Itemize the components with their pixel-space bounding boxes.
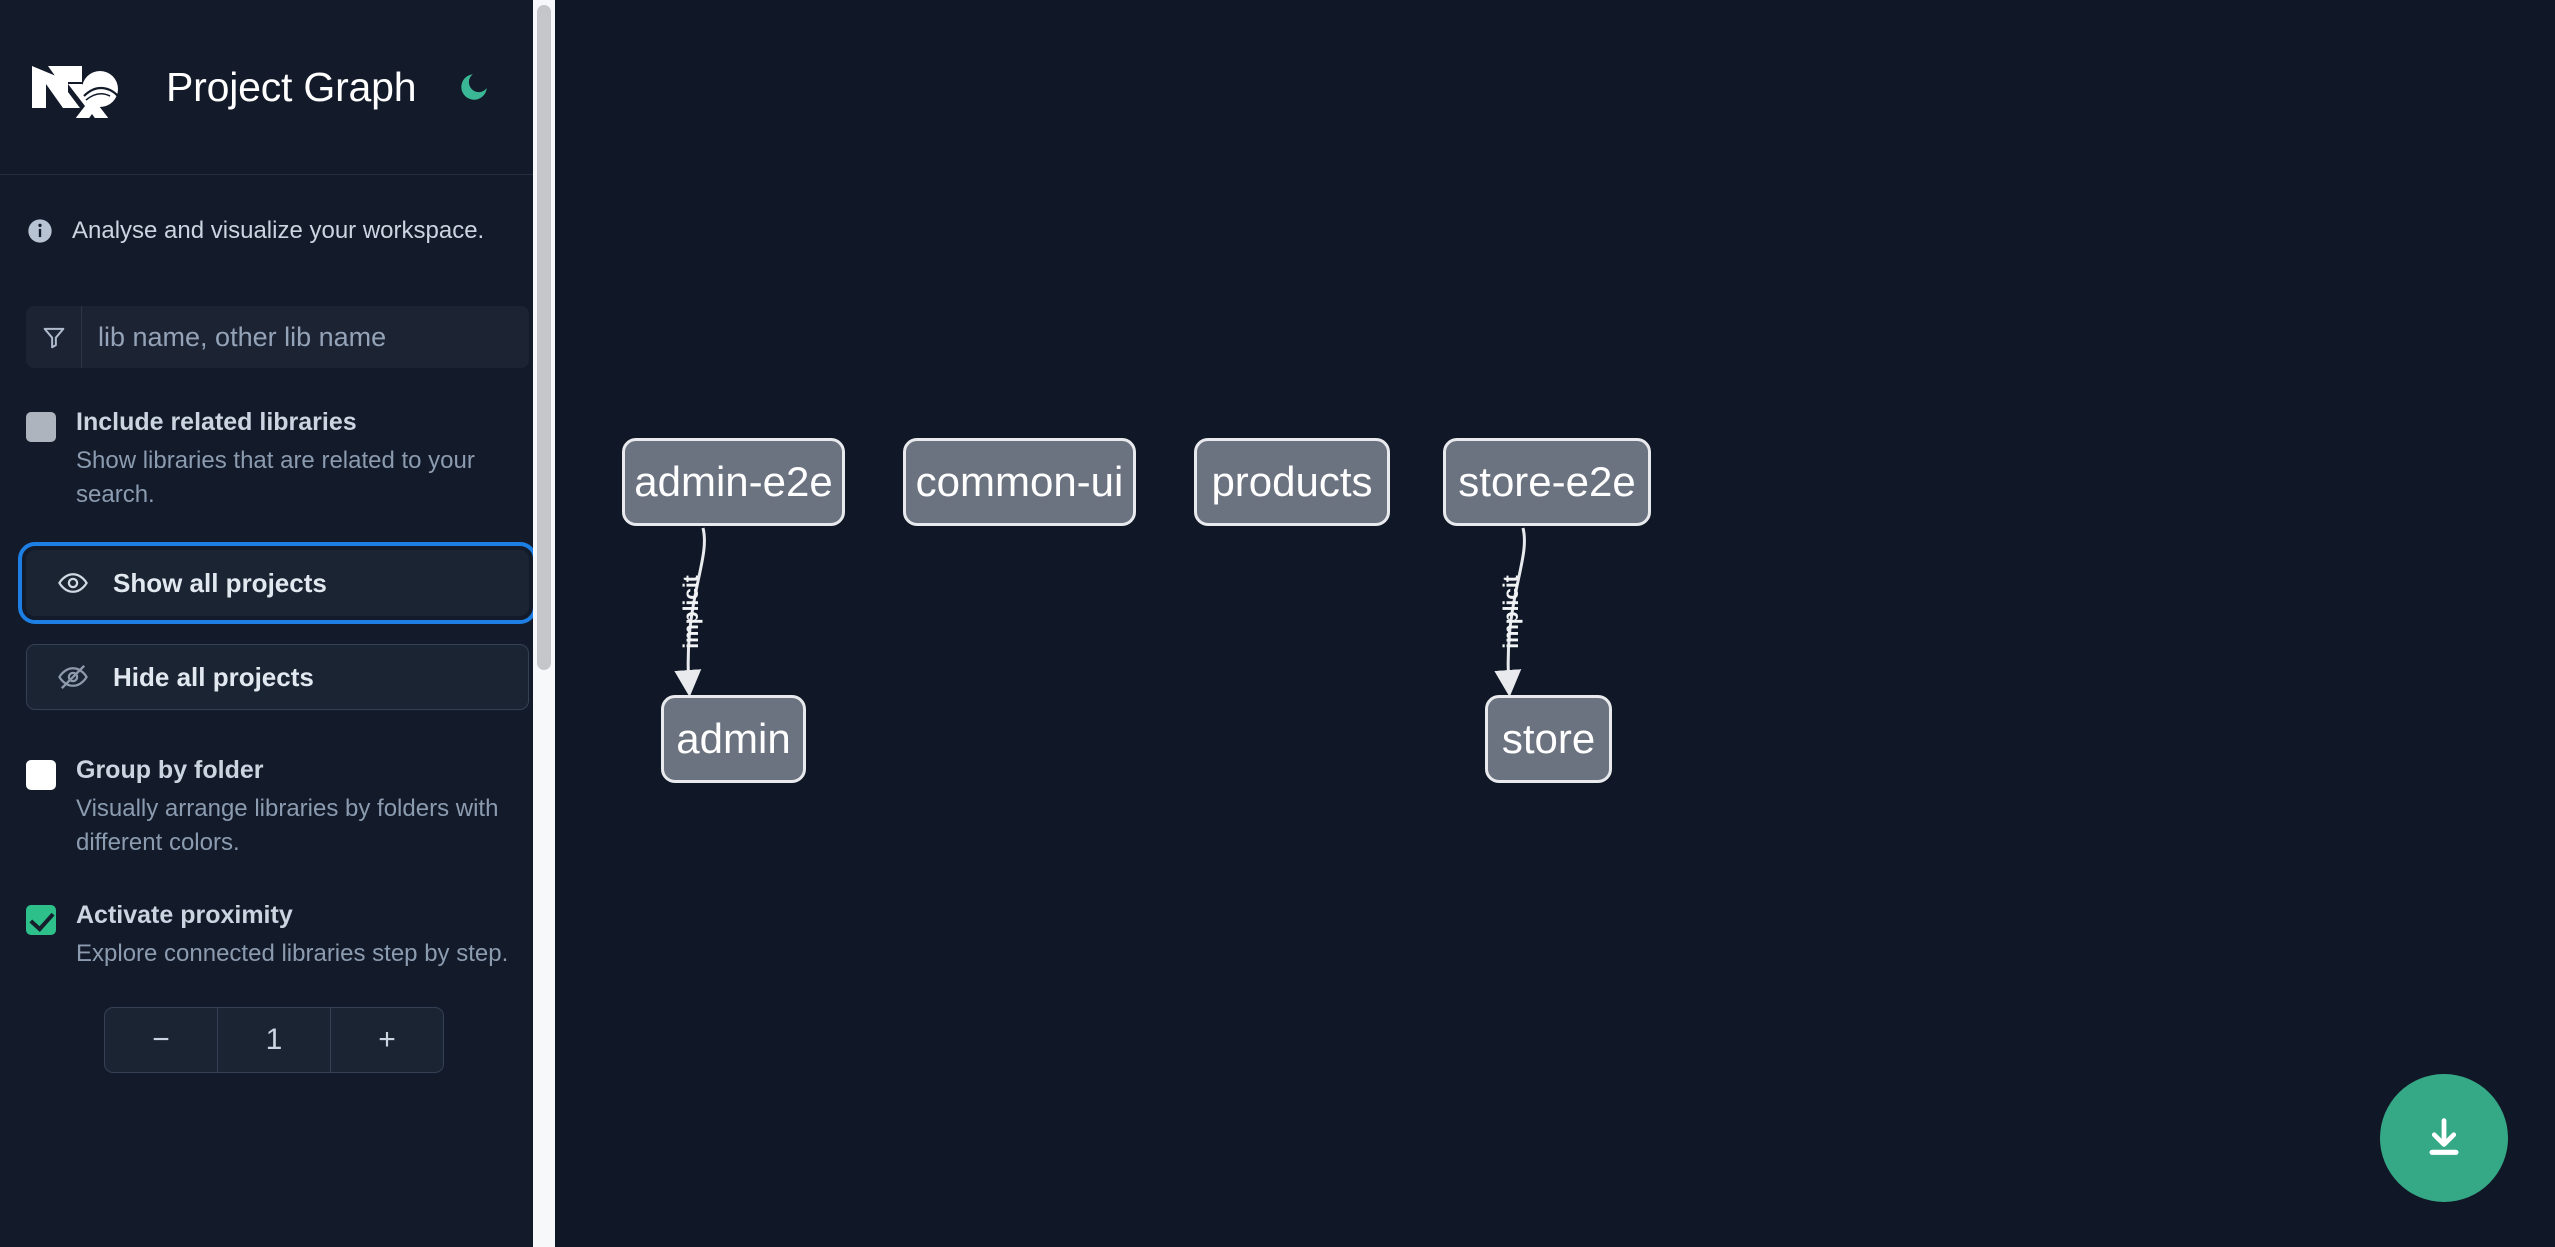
page-title: Project Graph	[166, 63, 417, 110]
nx-logo-icon	[26, 56, 122, 128]
download-image-button[interactable]	[2380, 1074, 2508, 1202]
hide-all-projects-label: Hide all projects	[113, 661, 314, 692]
sidebar-body: Analyse and visualize your workspace. In…	[0, 211, 555, 1073]
option-label: Group by folder	[76, 756, 264, 785]
sidebar-scrollbar-thumb[interactable]	[537, 5, 551, 670]
option-include-related-libraries[interactable]: Include related libraries Show libraries…	[26, 406, 529, 512]
option-group-by-folder[interactable]: Group by folder Visually arrange librari…	[26, 754, 529, 860]
graph-node-common-ui[interactable]: common-ui	[903, 438, 1136, 526]
option-description: Show libraries that are related to your …	[76, 446, 475, 509]
edge-label-implicit: implicit	[1499, 575, 1523, 649]
moon-icon[interactable]	[452, 65, 496, 109]
option-activate-proximity[interactable]: Activate proximity Explore connected lib…	[26, 899, 529, 971]
sidebar-scrollbar[interactable]	[533, 0, 555, 1247]
option-label: Include related libraries	[76, 408, 357, 436]
option-description: Explore connected libraries step by step…	[76, 939, 509, 967]
graph-node-admin[interactable]: admin	[661, 695, 806, 783]
tagline: Analyse and visualize your workspace.	[26, 211, 529, 251]
download-icon	[2429, 1118, 2459, 1155]
tagline-text: Analyse and visualize your workspace.	[72, 217, 485, 244]
eye-icon	[58, 573, 88, 594]
info-icon	[28, 219, 52, 243]
graph-node-store[interactable]: store	[1485, 695, 1612, 783]
graph-canvas[interactable]: implicit implicit admin-e2e common-ui pr…	[555, 0, 2555, 1247]
search-box[interactable]	[26, 306, 529, 368]
include-related-libraries-checkbox[interactable]	[26, 412, 56, 442]
stepper-decrement-button[interactable]: −	[105, 1007, 218, 1072]
stepper-value: 1	[265, 1022, 283, 1056]
graph-edges	[674, 527, 1526, 697]
option-description: Visually arrange libraries by folders wi…	[76, 795, 499, 857]
filter-funnel-icon	[26, 306, 82, 368]
graph-node-admin-e2e[interactable]: admin-e2e	[622, 438, 845, 526]
group-by-folder-checkbox[interactable]	[26, 760, 56, 791]
search-input[interactable]	[82, 306, 529, 368]
hide-all-projects-button[interactable]: Hide all projects	[26, 644, 529, 711]
show-all-projects-button[interactable]: Show all projects	[18, 542, 537, 625]
sidebar: Project Graph Analyse and visualize your…	[0, 0, 555, 1247]
graph-node-products[interactable]: products	[1194, 438, 1390, 526]
edge-label-implicit: implicit	[679, 575, 703, 649]
show-all-projects-label: Show all projects	[113, 567, 327, 598]
stepper-increment-button[interactable]: +	[330, 1007, 443, 1072]
proximity-stepper[interactable]: − 1 +	[104, 1006, 444, 1073]
eye-slash-icon	[58, 665, 88, 690]
sidebar-header: Project Graph	[0, 0, 555, 175]
option-label: Activate proximity	[76, 900, 293, 929]
graph-node-store-e2e[interactable]: store-e2e	[1443, 438, 1651, 526]
activate-proximity-checkbox[interactable]	[26, 904, 56, 935]
